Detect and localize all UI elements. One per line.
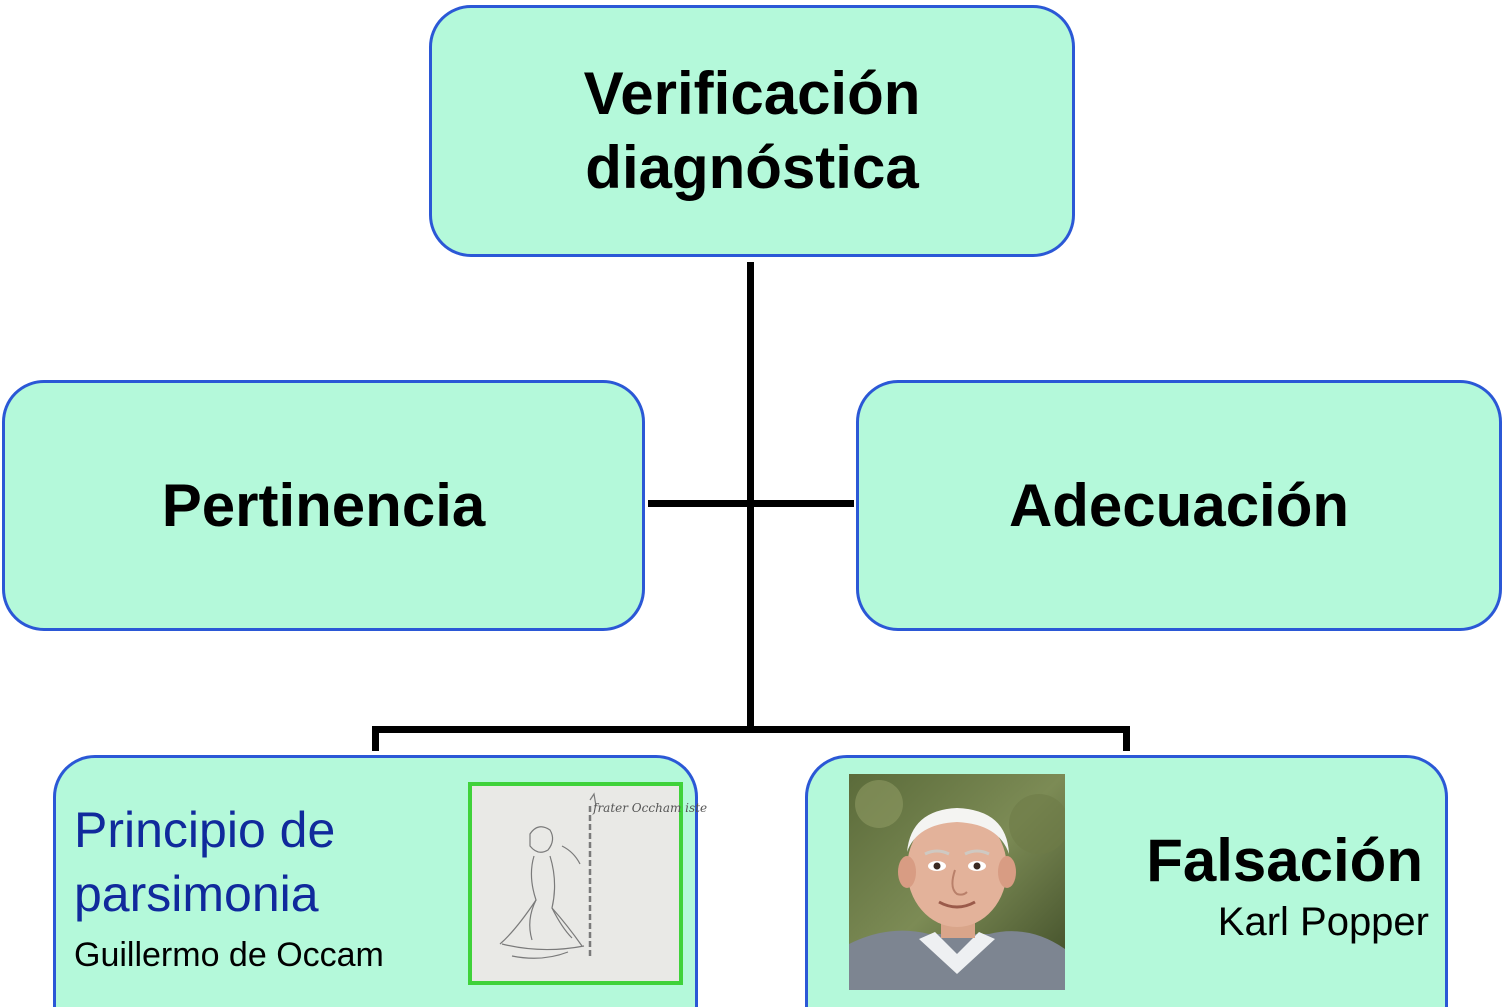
occam-sketch-icon: frater Occham iste (468, 782, 707, 985)
node-pertinencia: Pertinencia (2, 380, 645, 631)
node-title-line1: Principio de (74, 802, 336, 858)
node-title-line2: parsimonia (74, 866, 319, 922)
sketch-caption: frater Occham iste (593, 801, 708, 815)
connector-drop-left (372, 726, 379, 751)
node-title: Falsación (1146, 827, 1423, 894)
node-falsacion: Falsación Karl Popper (805, 755, 1448, 1007)
node-verificacion-diagnostica: Verificación diagnóstica (429, 5, 1075, 257)
occam-sketch-drawing (472, 786, 679, 981)
node-title: Principio de parsimonia (74, 798, 335, 926)
node-title-line1: Verificación (583, 60, 921, 127)
connector-drop-right (1123, 726, 1130, 751)
connector-horizontal-bottom (372, 726, 1130, 733)
portrait-illustration (849, 774, 1065, 990)
portrait-photo-icon (849, 774, 1065, 990)
node-subtitle: Karl Popper (1217, 900, 1429, 944)
node-title-line2: diagnóstica (585, 134, 919, 201)
connector-horizontal-middle (648, 500, 854, 507)
connector-trunk (747, 262, 754, 730)
node-subtitle: Guillermo de Occam (74, 936, 384, 974)
node-principio-parsimonia: Principio de parsimonia Guillermo de Occ… (53, 755, 707, 1007)
node-label: Pertinencia (161, 472, 486, 539)
node-label: Adecuación (1008, 472, 1350, 539)
node-adecuacion: Adecuación (856, 380, 1502, 631)
